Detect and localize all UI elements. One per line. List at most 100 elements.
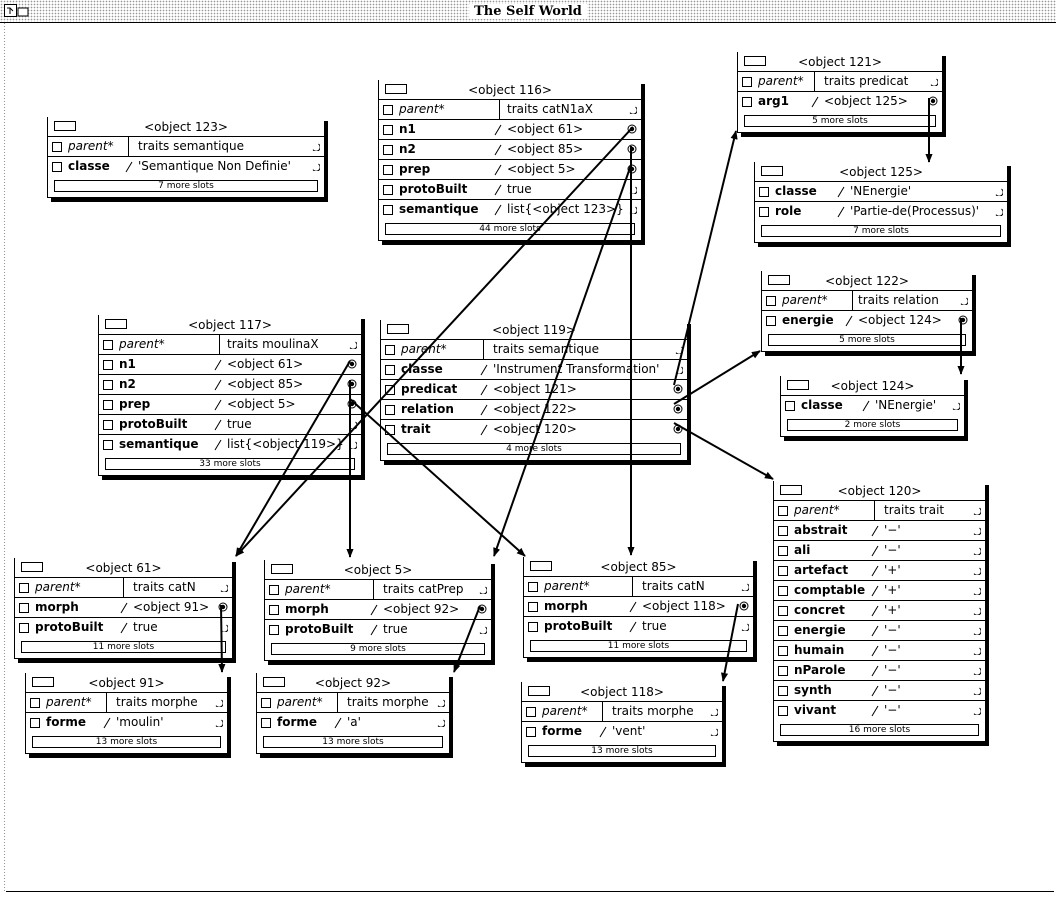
slot-select-checkbox[interactable] bbox=[385, 425, 395, 435]
slot-select-checkbox[interactable] bbox=[19, 583, 29, 593]
outliner-handle-icon[interactable] bbox=[385, 84, 407, 94]
slot-arc-icon[interactable] bbox=[673, 344, 683, 354]
slot-row[interactable]: n2<object 85> bbox=[99, 374, 361, 394]
slot-arc-icon[interactable] bbox=[708, 706, 718, 716]
slot-select-checkbox[interactable] bbox=[383, 105, 393, 115]
more-slots-button[interactable]: 16 more slots bbox=[780, 724, 979, 736]
reference-target-icon[interactable] bbox=[928, 96, 938, 106]
reference-target-icon[interactable] bbox=[673, 424, 683, 434]
slot-select-checkbox[interactable] bbox=[30, 698, 40, 708]
more-slots-button[interactable]: 33 more slots bbox=[105, 458, 355, 470]
slot-select-checkbox[interactable] bbox=[742, 77, 752, 87]
slot-row[interactable]: forme'moulin' bbox=[26, 712, 227, 732]
slot-arc-icon[interactable] bbox=[218, 622, 228, 632]
slot-select-checkbox[interactable] bbox=[269, 625, 279, 635]
slot-arc-icon[interactable] bbox=[477, 624, 487, 634]
slot-arc-icon[interactable] bbox=[971, 565, 981, 575]
outliner-header[interactable]: <object 118> bbox=[522, 682, 722, 701]
outliner-header[interactable]: <object 5> bbox=[265, 560, 491, 579]
reference-target-icon[interactable] bbox=[347, 359, 357, 369]
slot-arc-icon[interactable] bbox=[739, 581, 749, 591]
slot-select-checkbox[interactable] bbox=[103, 420, 113, 430]
slot-row[interactable]: classe'NEnergie' bbox=[755, 181, 1007, 201]
slot-arc-icon[interactable] bbox=[213, 697, 223, 707]
slot-row[interactable]: parent*traits semantique bbox=[47, 136, 324, 156]
slot-arc-icon[interactable] bbox=[971, 505, 981, 515]
slot-select-checkbox[interactable] bbox=[383, 165, 393, 175]
slot-select-checkbox[interactable] bbox=[103, 400, 113, 410]
reference-target-icon[interactable] bbox=[347, 379, 357, 389]
reference-target-icon[interactable] bbox=[739, 601, 749, 611]
slot-select-checkbox[interactable] bbox=[526, 727, 536, 737]
outliner-header[interactable]: <object 121> bbox=[738, 52, 942, 71]
reference-target-icon[interactable] bbox=[958, 315, 968, 325]
outliner-header[interactable]: <object 91> bbox=[26, 673, 227, 692]
slot-select-checkbox[interactable] bbox=[385, 405, 395, 415]
outliner-header[interactable]: <object 123> bbox=[48, 117, 324, 136]
slot-row[interactable]: parent*traits trait bbox=[773, 500, 985, 520]
slot-row[interactable]: nParole'−' bbox=[774, 660, 985, 680]
more-slots-button[interactable]: 9 more slots bbox=[271, 643, 485, 655]
slot-arc-icon[interactable] bbox=[627, 204, 637, 214]
slot-arc-icon[interactable] bbox=[673, 364, 683, 374]
slot-select-checkbox[interactable] bbox=[766, 316, 776, 326]
slot-arc-icon[interactable] bbox=[347, 419, 357, 429]
slot-arc-icon[interactable] bbox=[950, 400, 960, 410]
slot-arc-icon[interactable] bbox=[958, 295, 968, 305]
slot-row[interactable]: trait<object 120> bbox=[381, 419, 687, 439]
slot-row[interactable]: energie<object 124> bbox=[762, 310, 972, 330]
slot-arc-icon[interactable] bbox=[971, 665, 981, 675]
more-slots-button[interactable]: 13 more slots bbox=[32, 736, 221, 748]
slot-select-checkbox[interactable] bbox=[528, 622, 538, 632]
slot-row[interactable]: n1<object 61> bbox=[99, 354, 361, 374]
slot-select-checkbox[interactable] bbox=[778, 606, 788, 616]
slot-select-checkbox[interactable] bbox=[778, 706, 788, 716]
outliner-header[interactable]: <object 92> bbox=[257, 673, 449, 692]
slot-select-checkbox[interactable] bbox=[103, 380, 113, 390]
slot-row[interactable]: arg1<object 125> bbox=[738, 91, 942, 111]
slot-row[interactable]: parent*traits morphe bbox=[256, 692, 449, 712]
object-outliner-125[interactable]: <object 125>classe'NEnergie'role'Partie-… bbox=[754, 162, 1007, 243]
slot-row[interactable]: parent*traits predicat bbox=[737, 71, 942, 91]
outliner-header[interactable]: <object 119> bbox=[381, 320, 687, 339]
slot-row[interactable]: morph<object 118> bbox=[524, 596, 753, 616]
slot-row[interactable]: energie'−' bbox=[774, 620, 985, 640]
slot-select-checkbox[interactable] bbox=[766, 296, 776, 306]
slot-arc-icon[interactable] bbox=[627, 104, 637, 114]
more-slots-button[interactable]: 7 more slots bbox=[54, 180, 318, 192]
slot-arc-icon[interactable] bbox=[993, 186, 1003, 196]
outliner-handle-icon[interactable] bbox=[54, 121, 76, 131]
slot-select-checkbox[interactable] bbox=[742, 97, 752, 107]
more-slots-button[interactable]: 13 more slots bbox=[528, 745, 716, 757]
slot-row[interactable]: comptable'+' bbox=[774, 580, 985, 600]
outliner-handle-icon[interactable] bbox=[271, 564, 293, 574]
slot-arc-icon[interactable] bbox=[971, 585, 981, 595]
slot-select-checkbox[interactable] bbox=[778, 566, 788, 576]
slot-select-checkbox[interactable] bbox=[528, 582, 538, 592]
outliner-header[interactable]: <object 122> bbox=[762, 271, 972, 290]
slot-select-checkbox[interactable] bbox=[52, 162, 62, 172]
slot-select-checkbox[interactable] bbox=[19, 603, 29, 613]
slot-row[interactable]: forme'vent' bbox=[522, 721, 722, 741]
slot-arc-icon[interactable] bbox=[708, 726, 718, 736]
slot-row[interactable]: parent*traits morphe bbox=[25, 692, 227, 712]
outliner-handle-icon[interactable] bbox=[761, 166, 783, 176]
slot-select-checkbox[interactable] bbox=[778, 586, 788, 596]
slot-row[interactable]: morph<object 92> bbox=[265, 599, 491, 619]
slot-select-checkbox[interactable] bbox=[778, 626, 788, 636]
slot-arc-icon[interactable] bbox=[310, 141, 320, 151]
slot-select-checkbox[interactable] bbox=[778, 506, 788, 516]
slot-select-checkbox[interactable] bbox=[261, 698, 271, 708]
slot-row[interactable]: prep<object 5> bbox=[379, 159, 641, 179]
slot-select-checkbox[interactable] bbox=[269, 605, 279, 615]
slot-row[interactable]: classe'Semantique Non Definie' bbox=[48, 156, 324, 176]
